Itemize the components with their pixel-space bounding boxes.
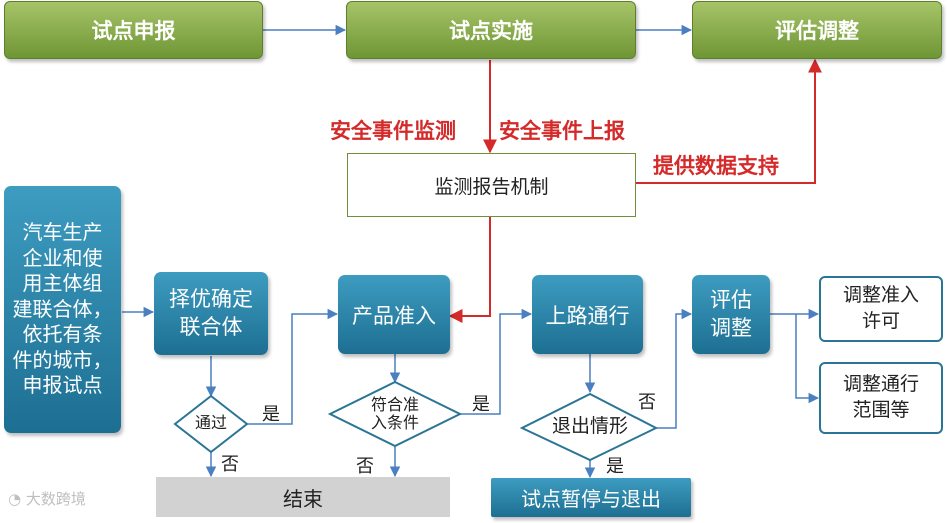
arrow-pass-yes-to-product [247,308,339,425]
arrow-exit-no-to-evaluate [656,308,693,429]
box-evaluate-adjust: 评估 调整 [692,275,770,354]
box-product-access: 产品准入 [338,275,450,354]
box-pilot-implement: 试点实施 [346,1,636,59]
box-road-pass: 上路通行 [532,275,643,354]
arrow-monitor-to-evaluate [636,58,822,184]
box-enterprise: 汽车生产 企业和使 用主体组 建联合体， 依托有条 件的城市， 申报试点 [4,186,121,433]
label-yes-exit: 是 [606,456,624,477]
label-event-monitor: 安全事件监测 [330,119,456,143]
arrow-monitor-to-product [448,217,491,323]
decision-meet-text: 符合准 入条件 [370,395,419,433]
box-monitor-report: 监测报告机制 [347,153,636,217]
box-pause-exit: 试点暂停与退出 [491,478,691,517]
box-end: 结束 [156,477,450,517]
watermark-logo-icon: ◔ [8,490,22,508]
watermark-text: 大数跨境 [25,490,86,508]
label-no-meet: 否 [356,456,374,477]
box-select-alliance: 择优确定 联合体 [154,272,268,355]
decision-exit-text: 退出情形 [551,415,628,437]
label-event-report: 安全事件上报 [499,119,625,143]
label-no-pass: 否 [221,454,239,475]
box-evaluate-adjust-top: 评估调整 [692,1,942,59]
label-yes-pass: 是 [262,404,280,425]
decision-pass-diamond [173,394,249,454]
decision-pass-text: 通过 [194,413,227,432]
label-data-support: 提供数据支持 [653,154,779,178]
box-adjust-access: 调整准入 许可 [819,276,943,342]
watermark: ◔ 大数跨境 [8,488,86,509]
label-yes-meet: 是 [472,394,490,415]
decision-meet-diamond [327,380,463,448]
label-no-exit: 否 [638,392,656,413]
arrow-evaluate-to-adjust-range [795,314,820,404]
box-adjust-range: 调整通行 范围等 [819,362,943,434]
decision-exit-diamond [519,392,659,462]
arrow-meet-yes-to-road [460,308,533,415]
box-pilot-apply: 试点申报 [4,1,263,59]
